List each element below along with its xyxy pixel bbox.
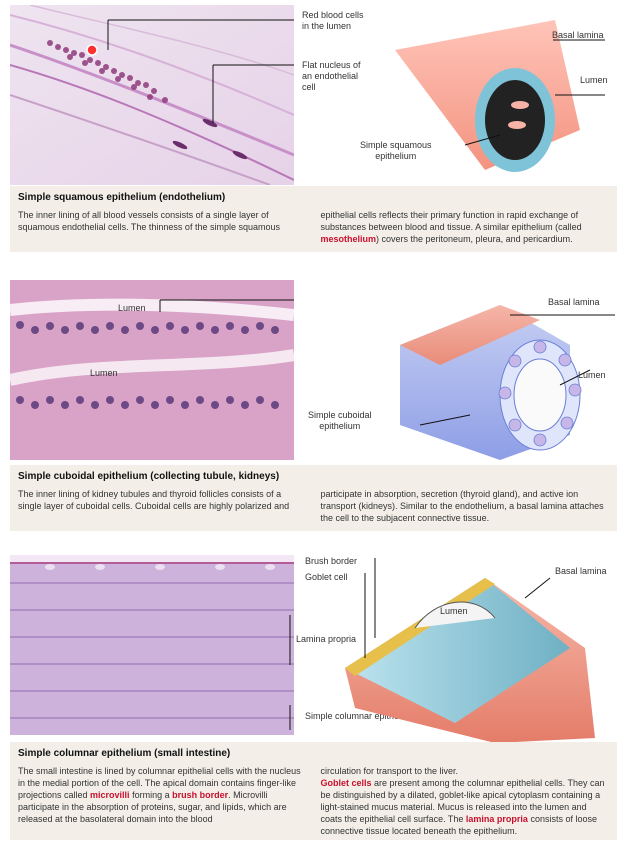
caption-cuboidal: Simple cuboidal epithelium (collecting t… — [10, 465, 617, 531]
panel-simple-cuboidal: Lumen Lumen — [0, 275, 627, 533]
caption-col-2: participate in absorption, secretion (th… — [320, 489, 604, 523]
label-basal-lamina: Basal lamina — [552, 30, 604, 40]
term-brush-border: brush border — [172, 790, 229, 800]
label-basal-lamina: Basal lamina — [555, 566, 607, 576]
micrograph-squamous — [10, 5, 294, 185]
diagram-cuboidal-tube — [380, 285, 620, 470]
label-epithelium: Simple squamous epithelium — [360, 140, 432, 161]
label-epithelium: Simple cuboidal epithelium — [308, 410, 372, 431]
caption-col-1: The inner lining of all blood vessels co… — [18, 210, 280, 232]
label-lumen: Lumen — [580, 75, 608, 85]
caption-col-2: epithelial cells reflects their primary … — [320, 210, 582, 244]
panel-simple-columnar: Brush border Goblet cell Lamina propria … — [0, 550, 627, 847]
label-lamina-propria: Lamina propria — [296, 634, 357, 644]
label-basal-lamina: Basal lamina — [548, 297, 600, 307]
caption-title: Simple cuboidal epithelium (collecting t… — [18, 471, 280, 482]
label-flat-nucleus: Flat nucleus of an endothelial cell — [302, 60, 361, 92]
term-microvilli: microvilli — [90, 790, 130, 800]
label-lumen-a: Lumen — [118, 303, 146, 313]
micrograph-columnar — [10, 555, 294, 735]
label-rbc: Red blood cells in the lumen — [302, 10, 364, 31]
label-goblet-cell: Goblet cell — [305, 572, 348, 582]
term-goblet-cells: Goblet cells — [320, 778, 372, 788]
term-mesothelium: mesothelium — [320, 234, 377, 244]
caption-title: Simple squamous epithelium (endothelium) — [18, 192, 226, 203]
caption-col-2: circulation for transport to the liver.G… — [320, 766, 605, 836]
micrograph-cuboidal — [10, 280, 294, 460]
label-lumen-diagram: Lumen — [578, 370, 606, 380]
label-epithelium: Simple columnar epithelium — [305, 711, 416, 721]
diagram-squamous-tube — [365, 10, 615, 185]
term-lamina-propria: lamina propria — [465, 814, 528, 824]
caption-col-1: The inner lining of kidney tubules and t… — [18, 489, 290, 511]
label-lumen: Lumen — [440, 606, 468, 616]
panel-simple-squamous: Red blood cells in the lumen Flat nucleu… — [0, 0, 627, 258]
caption-title: Simple columnar epithelium (small intest… — [18, 748, 231, 759]
caption-col-1: The small intestine is lined by columnar… — [18, 766, 301, 824]
caption-columnar: Simple columnar epithelium (small intest… — [10, 742, 617, 840]
caption-squamous: Simple squamous epithelium (endothelium)… — [10, 186, 617, 252]
label-brush-border: Brush border — [305, 556, 358, 566]
diagram-columnar-tube — [335, 558, 615, 748]
label-lumen-b: Lumen — [90, 368, 118, 378]
